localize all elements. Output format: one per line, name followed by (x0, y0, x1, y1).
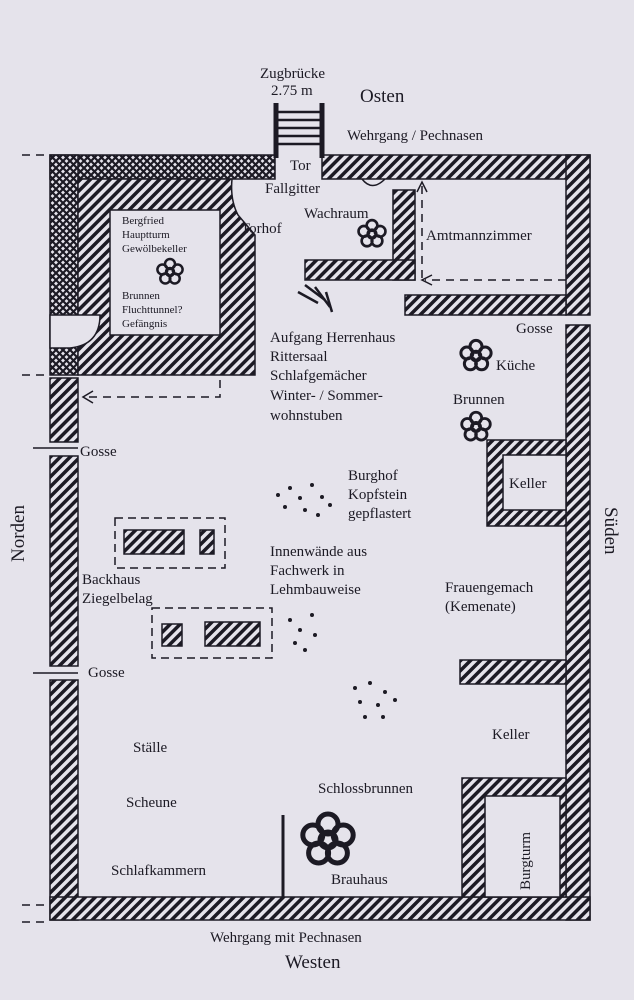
label-gutter: Gosse (80, 444, 117, 460)
label-keep: Bergfried (122, 215, 164, 227)
label-well: Brunnen (453, 392, 505, 408)
label-gutter: Gosse (88, 665, 125, 681)
compass-east: Osten (360, 86, 405, 107)
outer-walls (49, 154, 591, 921)
kitchen-flower-icon (459, 338, 493, 372)
label-courtyard: Kopfstein (348, 487, 408, 503)
label-inner-walls: Innenwände aus (270, 544, 367, 560)
castle-well-icon (303, 814, 353, 863)
flower-icon (357, 218, 387, 248)
label-cellar: Keller (492, 727, 529, 743)
label-wallwalk-east: Wehrgang / Pechnasen (347, 128, 483, 144)
drawbridge (273, 103, 325, 158)
label-bakehouse: Backhaus (82, 572, 140, 588)
label-castle-tower: Burgturm (518, 832, 534, 890)
well-flower-icon (460, 410, 492, 442)
label-gutter: Gosse (516, 321, 553, 337)
label-keep: Fluchttunnel? (122, 304, 183, 316)
label-kitchen: Küche (496, 358, 535, 374)
labels: Zugbrücke 2.75 m Osten Wehrgang / Pechna… (8, 66, 621, 973)
label-manor: Aufgang Herrenhaus (270, 330, 396, 346)
inner-walls (281, 178, 567, 898)
label-womens-room: Frauengemach (445, 580, 534, 596)
label-courtyard: gepflastert (348, 506, 412, 522)
label-stables: Ställe (133, 740, 168, 756)
compass-north: Norden (8, 505, 29, 562)
label-inner-walls: Lehmbauweise (270, 582, 361, 598)
label-manor: Schlafgemächer (270, 368, 367, 384)
label-brewhouse: Brauhaus (331, 872, 388, 888)
label-manor: Rittersaal (270, 349, 327, 365)
label-drawbridge-length: 2.75 m (271, 83, 313, 99)
label-keep: Hauptturm (122, 229, 170, 241)
label-bailiff-room: Amtmannzimmer (426, 228, 532, 244)
label-gate: Tor (290, 158, 311, 174)
label-bakehouse: Ziegelbelag (82, 591, 153, 607)
label-keep: Gefängnis (122, 318, 167, 330)
label-guardroom: Wachraum (304, 206, 369, 222)
label-cellar: Keller (509, 476, 546, 492)
label-keep: Brunnen (122, 290, 160, 302)
compass-west: Westen (285, 952, 341, 973)
label-wallwalk-west: Wehrgang mit Pechnasen (210, 930, 362, 946)
label-drawbridge: Zugbrücke (260, 66, 325, 82)
wallwalk-markers (22, 154, 78, 923)
label-keep: Gewölbekeller (122, 243, 187, 255)
label-inner-walls: Fachwerk in (270, 563, 345, 579)
cobblestone-dots (276, 483, 397, 719)
label-gate-court: Torhof (241, 221, 282, 237)
label-womens-room: (Kemenate) (445, 599, 516, 615)
compass-south: Süden (600, 507, 621, 555)
passage-arrows (81, 180, 566, 404)
label-courtyard: Burghof (348, 468, 398, 484)
label-manor: wohnstuben (270, 408, 343, 424)
stair-icon (297, 284, 334, 313)
label-castle-well: Schlossbrunnen (318, 781, 413, 797)
label-sleeping-chambers: Schlafkammern (111, 863, 206, 879)
keep-bergfried (49, 178, 256, 376)
label-manor: Winter- / Sommer- (270, 388, 383, 404)
label-barn: Scheune (126, 795, 177, 811)
label-portcullis: Fallgitter (265, 181, 320, 197)
bakehouse (114, 517, 273, 659)
